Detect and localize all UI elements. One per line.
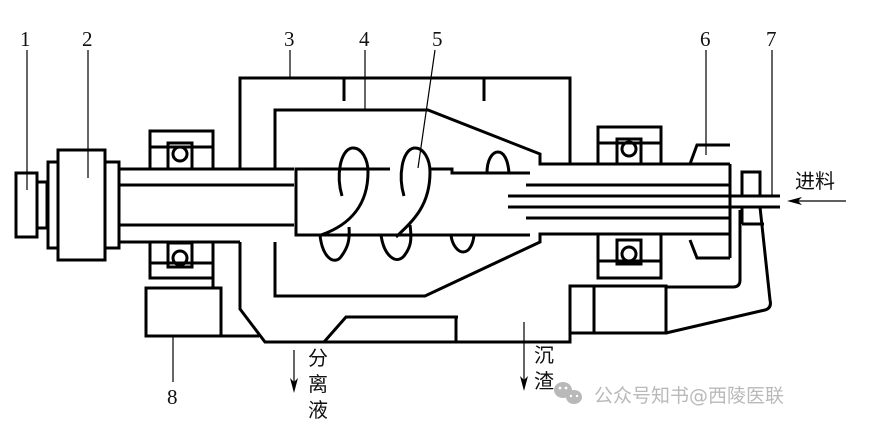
wechat-icon bbox=[554, 382, 582, 404]
feed-label: 进料 bbox=[795, 169, 835, 193]
callout-7: 7 bbox=[766, 27, 777, 51]
arrowhead-down-icon bbox=[290, 378, 298, 393]
left-bearing-top bbox=[148, 129, 215, 171]
callout-3: 3 bbox=[284, 27, 295, 51]
callout-5: 5 bbox=[432, 27, 443, 51]
left-bearing-bottom bbox=[148, 240, 215, 280]
callout-6: 6 bbox=[700, 27, 711, 51]
left-shaft bbox=[119, 167, 294, 244]
arrowhead-down-icon bbox=[520, 376, 528, 391]
separated-liquid-arrow bbox=[290, 350, 298, 393]
drum-part-4 bbox=[273, 108, 598, 343]
feed-arrow bbox=[787, 197, 846, 205]
screw-conveyor-part-5 bbox=[294, 146, 530, 262]
pulley-part-1 bbox=[14, 171, 49, 239]
right-bearing-top bbox=[596, 125, 663, 166]
separated-liquid-char-3: 液 bbox=[308, 398, 328, 422]
sediment-arrow bbox=[520, 322, 528, 391]
callout-1: 1 bbox=[20, 27, 31, 51]
right-frame bbox=[568, 170, 772, 335]
separated-liquid-char-2: 离 bbox=[308, 372, 328, 396]
sediment-char-1: 沉 bbox=[534, 343, 554, 367]
feed-pipe-part-7 bbox=[508, 183, 780, 220]
callout-4: 4 bbox=[359, 27, 370, 51]
differential-part-2 bbox=[46, 148, 121, 262]
callout-8: 8 bbox=[167, 385, 178, 409]
callout-leaders bbox=[26, 49, 773, 382]
watermark: 公众号知书@西陵医联 bbox=[554, 382, 784, 407]
arrowhead-left-icon bbox=[787, 197, 802, 205]
pulley-part-6 bbox=[688, 143, 730, 260]
callout-2: 2 bbox=[82, 27, 93, 51]
watermark-text: 公众号知书@西陵医联 bbox=[594, 385, 784, 407]
separated-liquid-char-1: 分 bbox=[308, 346, 328, 370]
frame-part-8 bbox=[144, 242, 259, 338]
sediment-char-2: 渣 bbox=[534, 369, 554, 393]
right-bearing-bottom bbox=[596, 232, 663, 280]
casing-part-3 bbox=[238, 76, 572, 344]
